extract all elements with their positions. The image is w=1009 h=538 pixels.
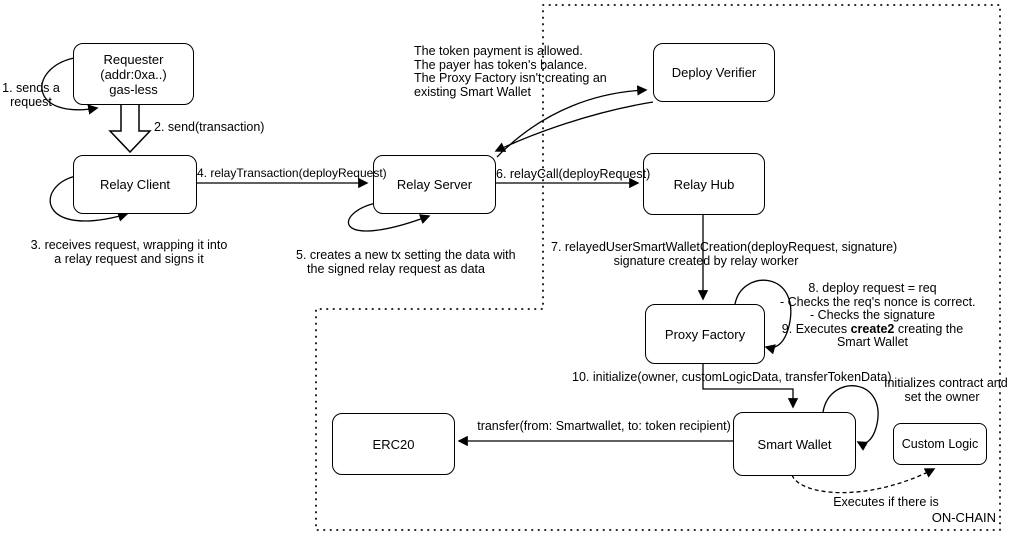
initializes-note-line: set the owner <box>904 389 980 404</box>
relay-client-self-loop-arrow <box>49 175 129 222</box>
requester-self-loop-arrow <box>41 57 99 115</box>
server-to-verifier-arrow <box>496 85 648 158</box>
step9-text: creating the <box>894 321 964 336</box>
node-proxy-factory: Proxy Factory <box>645 304 765 364</box>
relay-server-self-loop-arrow <box>347 202 431 232</box>
custom-logic-label: Custom Logic <box>901 436 979 451</box>
step1-line: request <box>10 94 52 109</box>
step1-line: 1. sends a <box>2 81 60 95</box>
step2-label: 2. send(transaction) <box>154 120 265 134</box>
on-chain-label: ON-CHAIN <box>931 510 996 525</box>
relay-hub-label: Relay Hub <box>673 176 735 192</box>
step1-label: 1. sends a request <box>0 81 62 109</box>
proxy-factory-label: Proxy Factory <box>664 326 746 342</box>
step9-line: 9. Executes create2 creating the <box>780 321 965 337</box>
verifier-to-server-arrow <box>494 101 654 152</box>
requester-line: gas-less <box>109 81 158 97</box>
step7-label: 7. relayedUserSmartWalletCreation(deploy… <box>551 240 898 268</box>
step9-line: Smart Wallet <box>836 335 909 349</box>
verifier-note: The token payment is allowed. The payer … <box>414 44 607 99</box>
verifier-note-line: The Proxy Factory isn't creating an <box>414 71 607 85</box>
node-relay-server: Relay Server <box>373 155 496 214</box>
step3-line: a relay request and signs it <box>54 251 204 266</box>
initializes-note: Initializes contract and set the owner <box>884 376 1008 404</box>
executes-dashed-arrow <box>791 468 936 494</box>
step3-line: 3. receives request, wrapping it into <box>30 238 228 252</box>
proxy-factory-self-loop-arrow <box>734 279 792 355</box>
requester-line: (addr:0xa..) <box>100 66 167 82</box>
step8-line: - Checks the req's nonce is correct. <box>780 294 976 309</box>
deploy-verifier-label: Deploy Verifier <box>671 65 757 80</box>
step5-label: 5. creates a new tx setting the data wit… <box>296 248 516 276</box>
node-smart-wallet: Smart Wallet <box>733 412 856 476</box>
initializes-note-line: Initializes contract and <box>884 376 1008 390</box>
smart-wallet-label: Smart Wallet <box>757 436 832 452</box>
requester-line: Requester <box>103 51 164 67</box>
step3-label: 3. receives request, wrapping it into a … <box>8 238 250 266</box>
node-erc20: ERC20 <box>332 413 455 475</box>
step9-text: 9. Executes <box>781 321 851 336</box>
step10-label: 10. initialize(owner, customLogicData, t… <box>572 370 892 384</box>
node-requester: Requester (addr:0xa..) gas-less <box>73 43 194 105</box>
smart-wallet-self-loop-arrow <box>822 385 879 451</box>
node-relay-client: Relay Client <box>73 155 197 214</box>
executes-label: Executes if there is <box>833 495 939 509</box>
step5-line: the signed relay request as data <box>307 261 485 276</box>
step8-9-label: 8. deploy request = req - Checks the req… <box>780 281 976 350</box>
step8-line: 8. deploy request = req <box>808 281 937 295</box>
verifier-note-line: existing Smart Wallet <box>414 84 531 99</box>
node-custom-logic: Custom Logic <box>893 423 987 465</box>
erc20-label: ERC20 <box>372 436 415 452</box>
step4-label: 4. relayTransaction(deployRequest) <box>197 166 387 180</box>
relay-client-label: Relay Client <box>99 177 171 192</box>
relay-server-label: Relay Server <box>396 177 473 192</box>
step7-line: 7. relayedUserSmartWalletCreation(deploy… <box>551 240 898 254</box>
step7-line: signature created by relay worker <box>613 253 799 268</box>
verifier-note-line: The token payment is allowed. <box>414 44 583 58</box>
initialize-arrow <box>702 362 799 409</box>
step9-create2: create2 <box>850 321 895 336</box>
send-transaction-block-arrow <box>108 103 152 154</box>
step5-line: 5. creates a new tx setting the data wit… <box>296 248 516 262</box>
transfer-label: transfer(from: Smartwallet, to: token re… <box>477 419 731 433</box>
node-relay-hub: Relay Hub <box>643 153 765 215</box>
step8-line: - Checks the signature <box>809 308 936 322</box>
node-deploy-verifier: Deploy Verifier <box>653 43 775 102</box>
verifier-note-line: The payer has token's balance. <box>414 57 588 72</box>
step6-label: 6. relayCall(deployRequest) <box>496 167 651 181</box>
